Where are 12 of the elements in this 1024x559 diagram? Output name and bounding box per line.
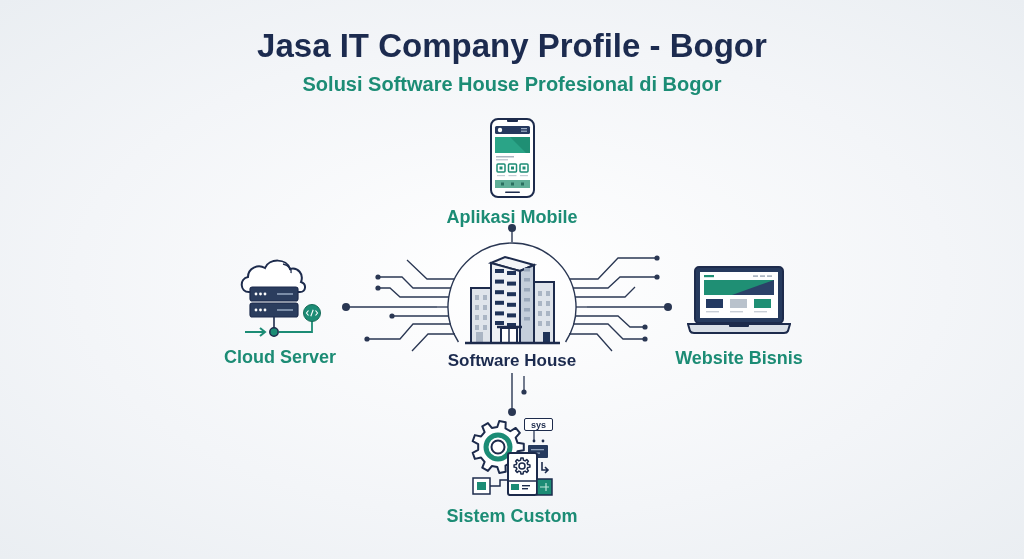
service-label: Aplikasi Mobile: [446, 206, 578, 228]
sign-tag: sys: [524, 418, 553, 431]
subtitle: Solusi Software House Profesional di Bogor: [302, 72, 722, 97]
title: Jasa IT Company Profile - Bogor: [257, 26, 767, 66]
connector-line: [508, 372, 516, 416]
connector-line: [342, 303, 438, 311]
service-label: Sistem Custom: [446, 505, 578, 527]
service-label: Cloud Server: [223, 346, 336, 368]
hub-label: Software House: [447, 350, 577, 372]
service-label: Website Bisnis: [675, 347, 803, 369]
connector-line: [508, 224, 516, 243]
connector-line: [586, 303, 672, 311]
